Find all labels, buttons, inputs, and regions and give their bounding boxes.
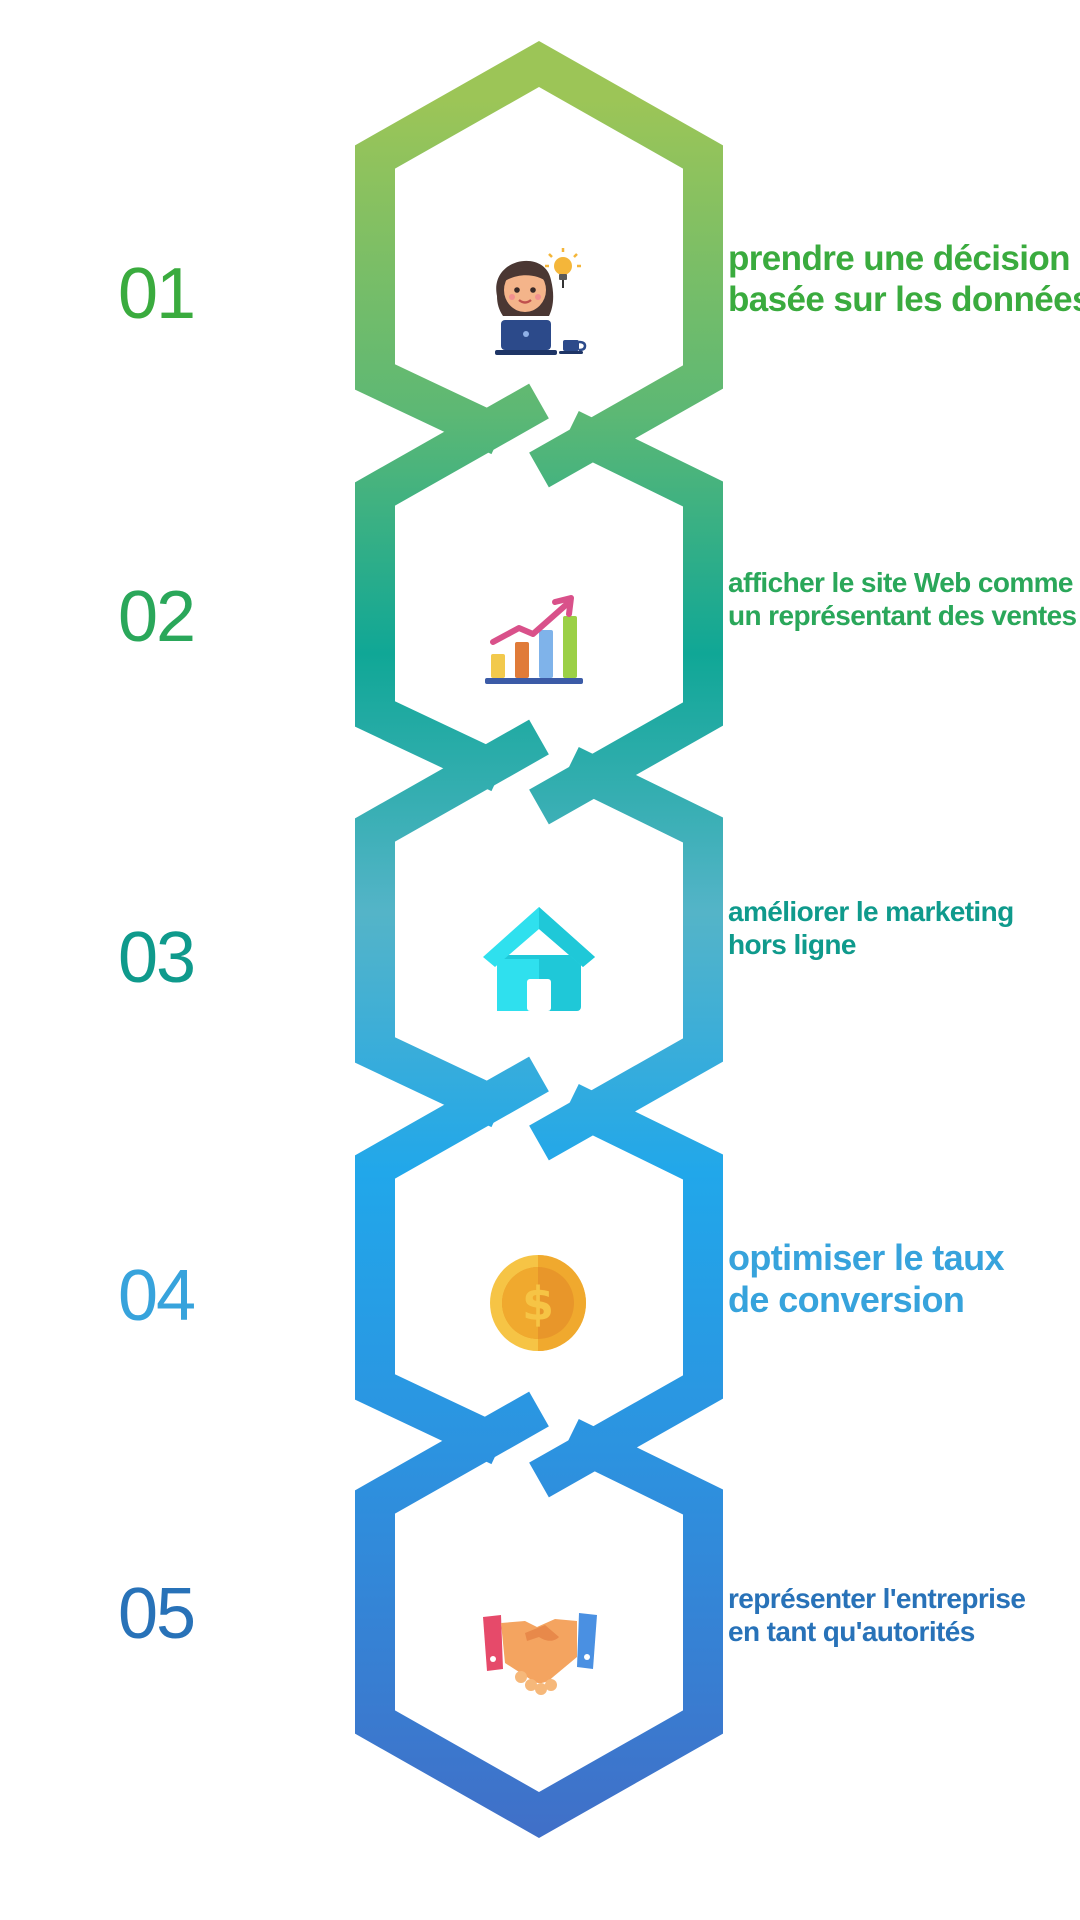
step-number: 05 [118, 1574, 196, 1654]
step-description-line: hors ligne [728, 929, 856, 961]
woman-laptop-idea-icon [475, 238, 605, 368]
hexagon-stroke [355, 1391, 723, 1838]
step-description-line: représenter l'entreprise [728, 1583, 1026, 1614]
step-description-line: un représentant des ventes [728, 600, 1077, 632]
step-number: 04 [118, 1256, 196, 1336]
step-description-line: basée sur les données [728, 280, 1080, 320]
step-description: améliorer le marketing hors ligne [728, 895, 1080, 961]
step-number: 01 [118, 254, 196, 334]
step-description-line: améliorer le marketing [728, 896, 1014, 927]
hexagon-stroke [529, 1084, 723, 1498]
step-description: optimiser le taux de conversion [728, 1237, 1080, 1322]
step-description-line: optimiser le taux [728, 1237, 1004, 1278]
step-number: 03 [118, 918, 196, 998]
hexagon-left-stroke [355, 383, 549, 792]
hexagon-left-stroke [355, 1056, 549, 1465]
step-description-line: afficher le site Web comme [728, 567, 1074, 598]
hexagon-stroke [355, 41, 723, 488]
hexagon-stroke [529, 747, 723, 1161]
step-description: prendre une décision basée sur les donné… [728, 238, 1080, 321]
handshake-icon [475, 1585, 605, 1715]
step-description-line: de conversion [728, 1279, 965, 1321]
step-description: afficher le site Web comme un représenta… [728, 566, 1080, 632]
hexagon-left-stroke [355, 719, 549, 1128]
svg-text:$: $ [522, 1277, 554, 1331]
house-icon [475, 895, 605, 1025]
growth-bar-chart-icon [475, 570, 605, 700]
step-description: représenter l'entreprise en tant qu'auto… [728, 1582, 1080, 1648]
step-description-line: en tant qu'autorités [728, 1616, 975, 1648]
dollar-coin-icon: $ [475, 1240, 605, 1370]
step-number: 02 [118, 577, 196, 657]
step-description-line: prendre une décision [728, 239, 1071, 278]
hexagon-stroke [529, 411, 723, 825]
